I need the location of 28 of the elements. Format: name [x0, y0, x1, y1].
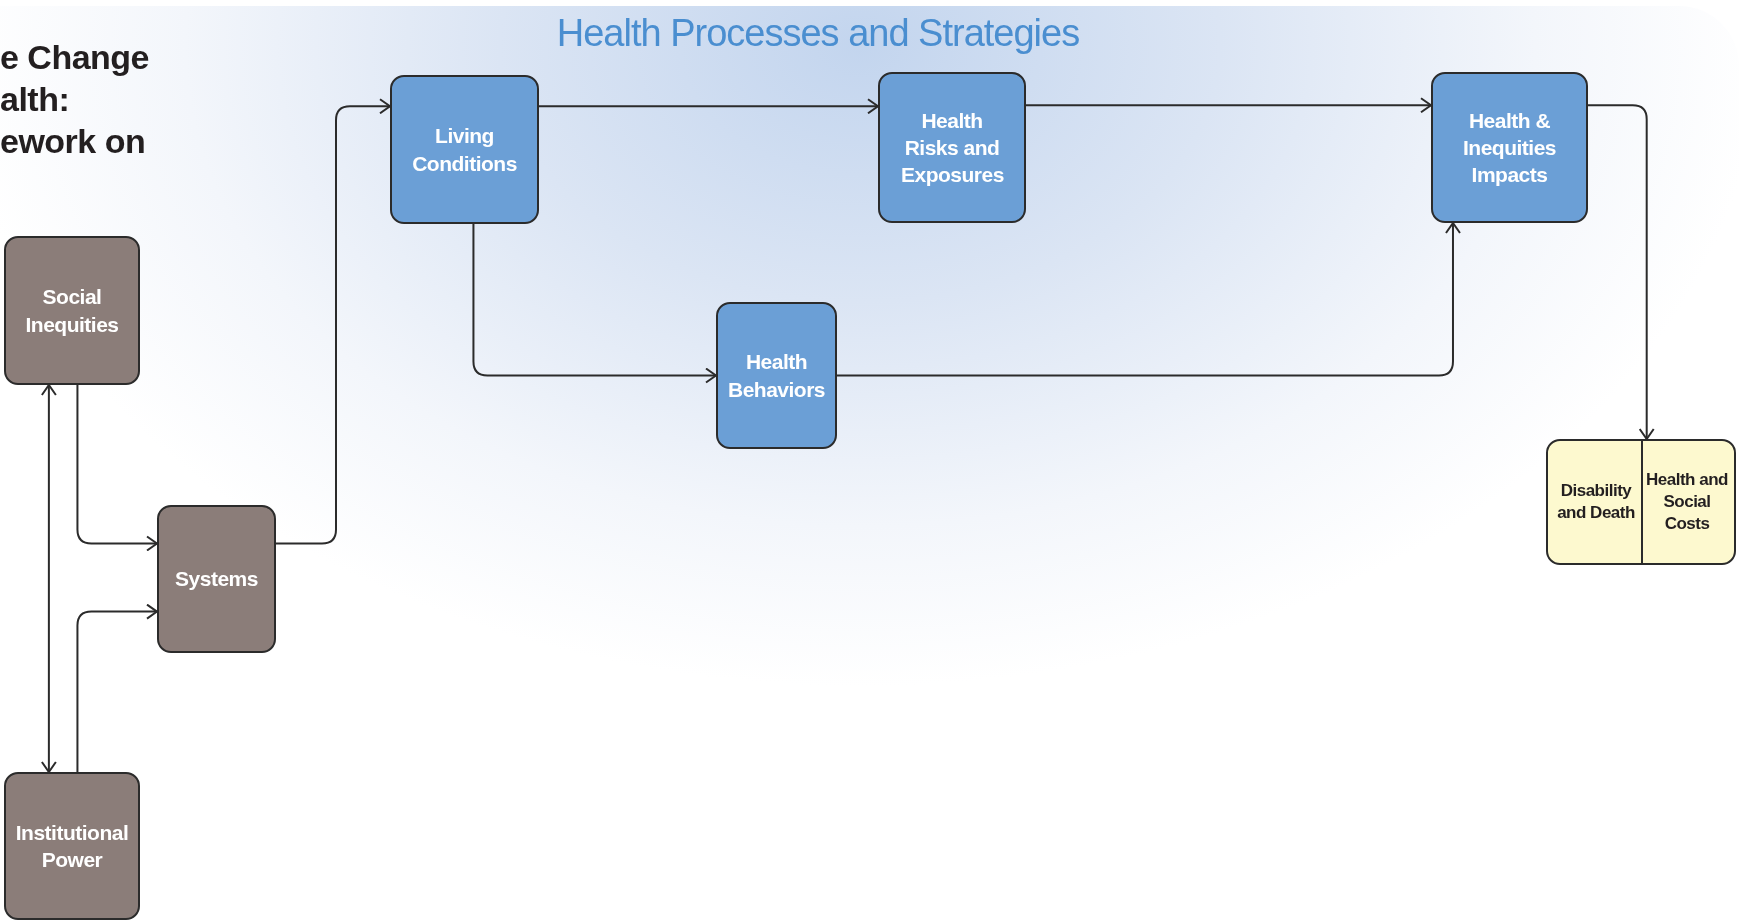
arrow [275, 98, 391, 545]
arrow [1587, 104, 1655, 440]
arrow [538, 98, 879, 115]
process-box [1431, 72, 1588, 223]
arrow [472, 223, 717, 384]
arrow [76, 384, 158, 552]
outcome-box [1546, 439, 1736, 565]
arrow [40, 384, 57, 773]
process-box [157, 505, 276, 653]
process-box [4, 236, 140, 385]
node-label: Disability and Death [1556, 479, 1636, 524]
heading-text: e Change alth: ework on [0, 37, 151, 162]
arrow [76, 603, 158, 773]
node-label: Health & Inequities Impacts [1462, 107, 1557, 189]
arrow [836, 222, 1461, 377]
node-label: Health Behaviors [726, 349, 826, 403]
node-label: Institutional Power [14, 819, 130, 873]
process-box [878, 72, 1026, 223]
node-label: Social Inequities [24, 284, 120, 338]
node-label: Systems [174, 566, 259, 593]
process-box [4, 772, 140, 920]
node-label: Living Conditions [411, 123, 518, 177]
node-label: Health and Social Costs [1641, 441, 1731, 563]
diagram-title: Health Processes and Strategies [555, 12, 1081, 55]
process-box [390, 75, 539, 224]
node-label: Health Risks and Exposures [900, 107, 1005, 189]
process-box [716, 302, 837, 449]
arrow [1025, 97, 1432, 114]
